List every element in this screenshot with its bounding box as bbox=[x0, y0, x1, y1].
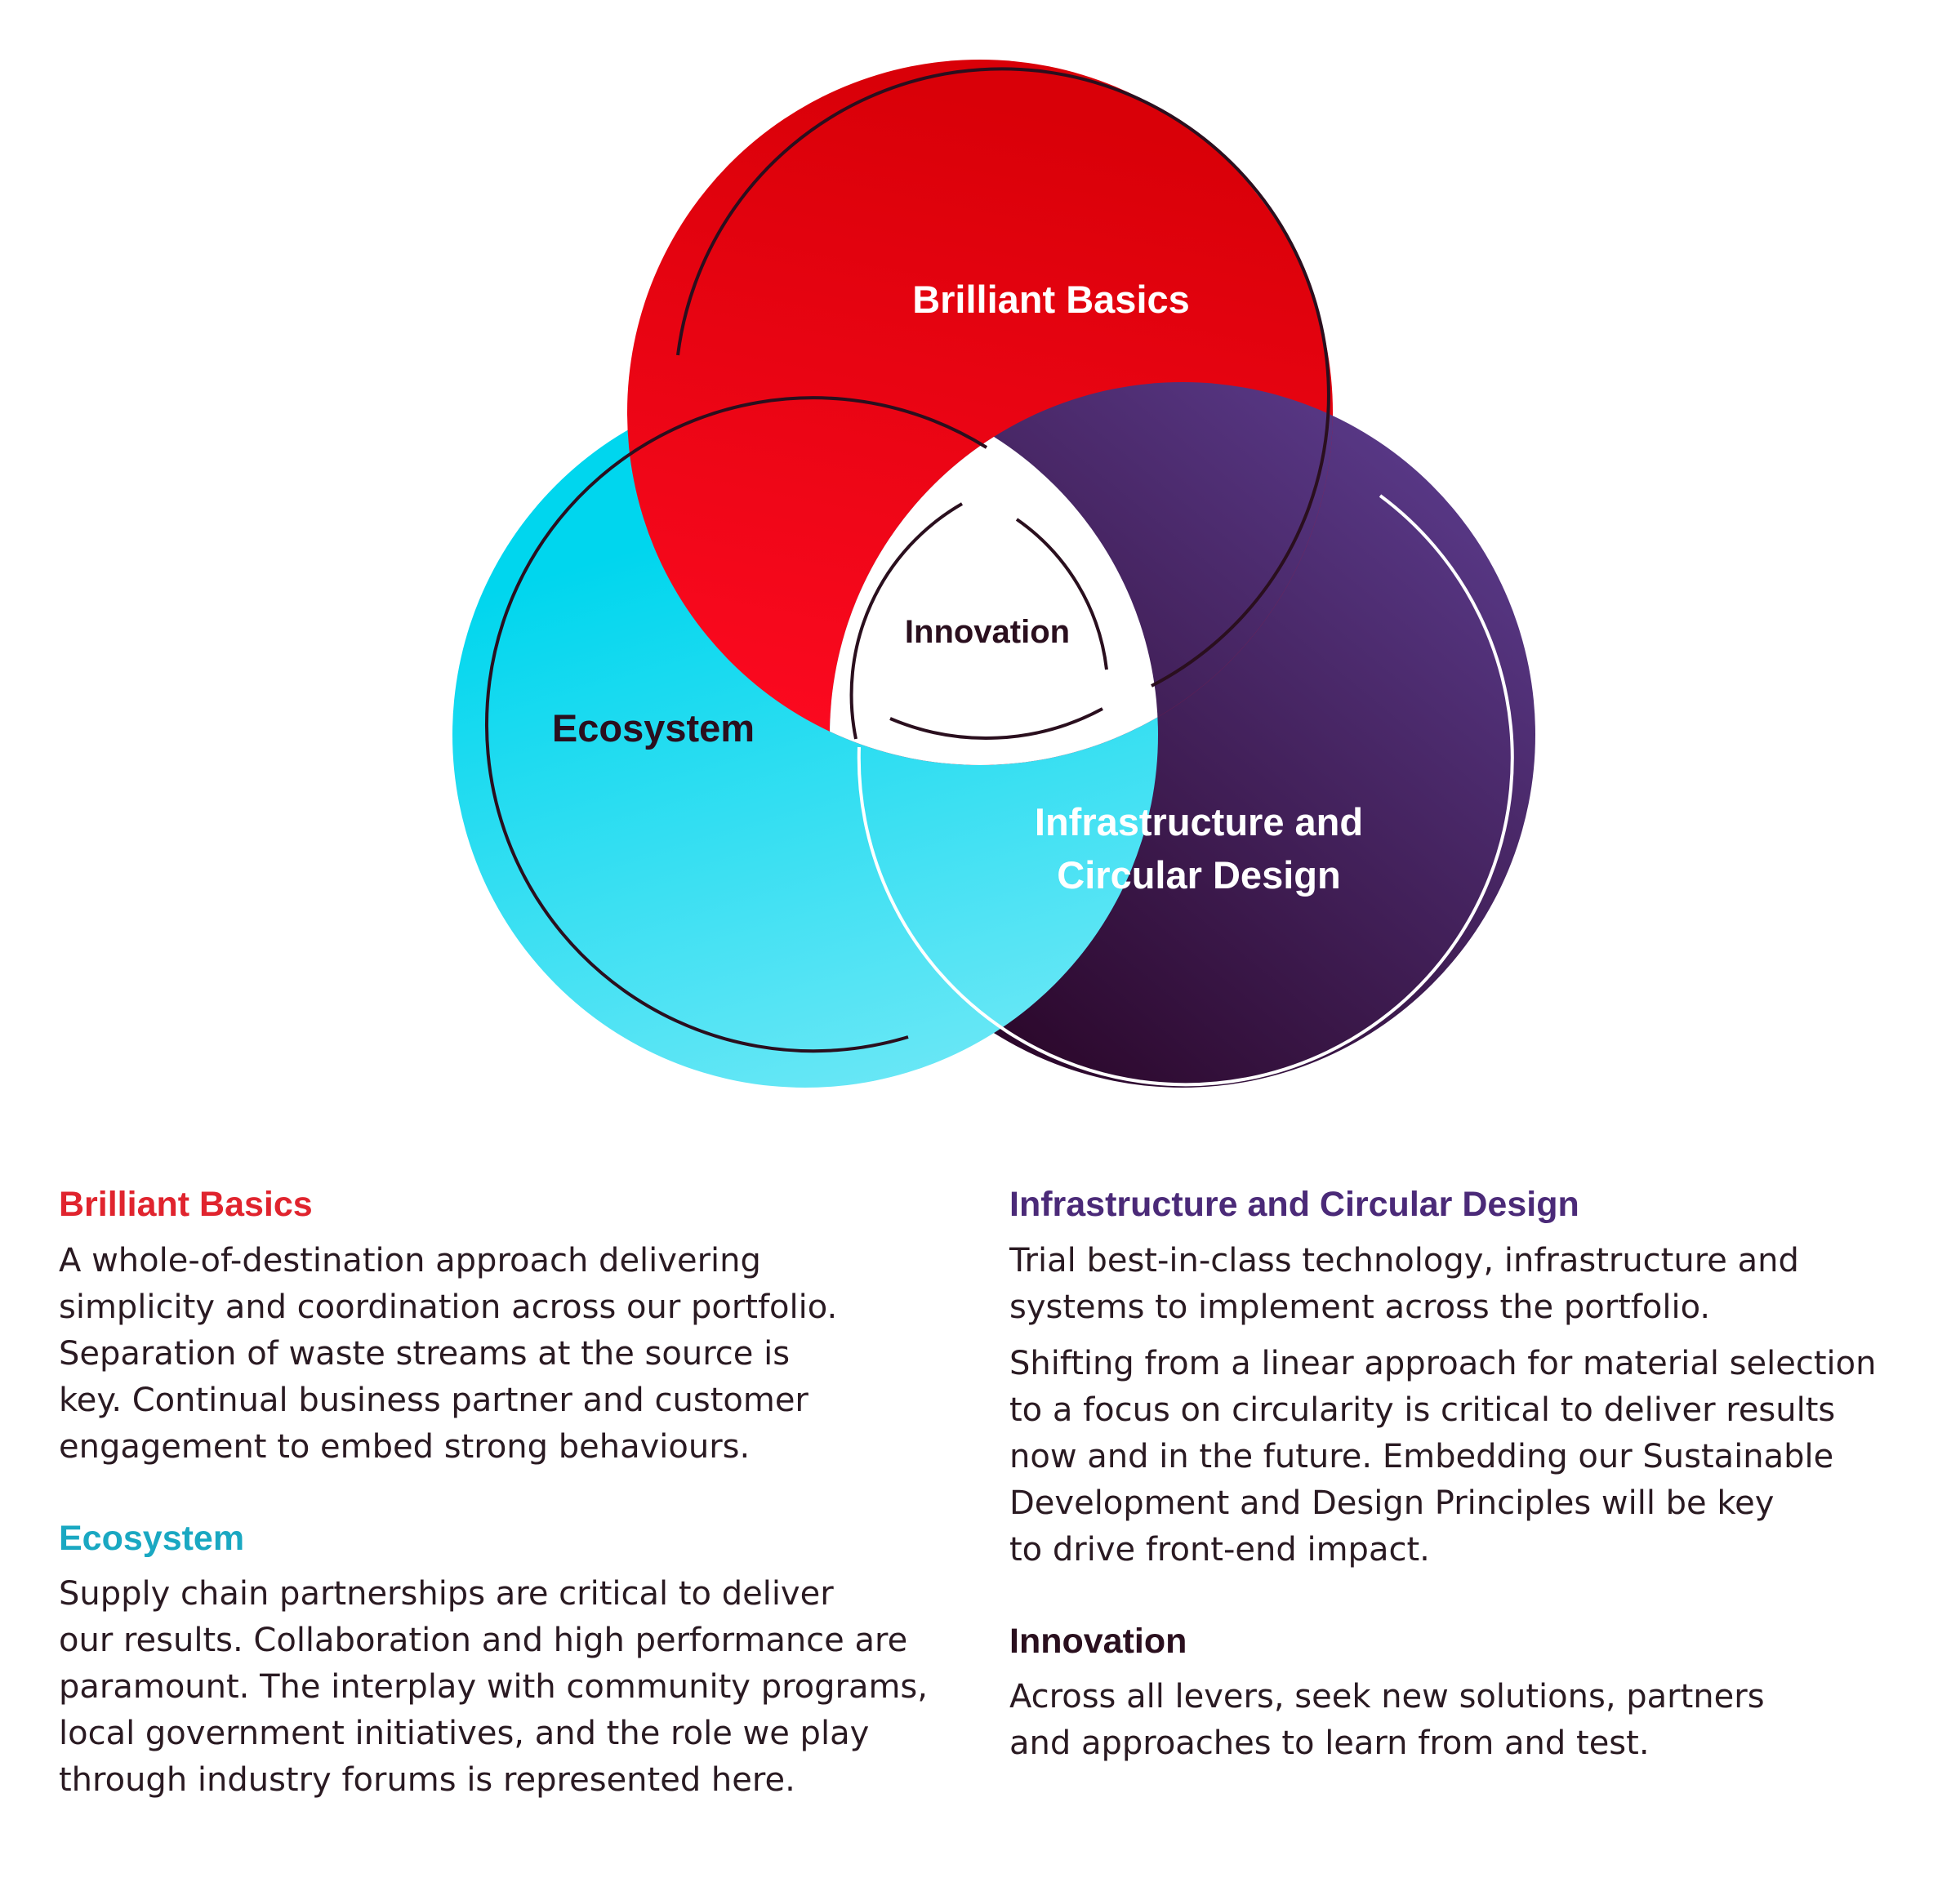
brilliant-basics-text: A whole-of-destination approach deliveri… bbox=[59, 1241, 838, 1466]
brilliant-basics-label: Brilliant Basics bbox=[912, 278, 1190, 321]
infrastructure-label-line1: Infrastructure and bbox=[1035, 800, 1363, 843]
left-column: Brilliant Basics A whole-of-destination … bbox=[59, 1184, 982, 1851]
innovation-arc-left bbox=[849, 502, 963, 740]
ecosystem-text: Supply chain partnerships are critical t… bbox=[59, 1575, 928, 1800]
innovation-arc-right bbox=[1015, 518, 1108, 670]
ecosystem-title: Ecosystem bbox=[59, 1518, 245, 1558]
innovation-label: Innovation bbox=[905, 614, 1070, 650]
infrastructure-label-line2: Circular Design bbox=[1057, 853, 1340, 897]
innovation-section: Innovation Across all levers, seek new s… bbox=[1009, 1621, 1932, 1768]
right-column: Infrastructure and Circular Design Trial… bbox=[1009, 1184, 1932, 1814]
ecosystem-label: Ecosystem bbox=[552, 706, 755, 750]
venn-diagram: Brilliant Basics Ecosystem Infrastructur… bbox=[452, 60, 1535, 1088]
infrastructure-inner-ring bbox=[857, 494, 1514, 1087]
ecosystem-inner-ring bbox=[485, 396, 988, 1053]
ecosystem-section: Ecosystem Supply chain partnerships are … bbox=[59, 1518, 982, 1805]
innovation-title: Innovation bbox=[1009, 1621, 1187, 1661]
innovation-arc-bottom bbox=[889, 707, 1103, 740]
brilliant-inner-ring bbox=[676, 67, 1330, 688]
innovation-text: Across all levers, seek new solutions, p… bbox=[1009, 1678, 1765, 1763]
brilliant-basics-section: Brilliant Basics A whole-of-destination … bbox=[59, 1184, 982, 1471]
infrastructure-section: Infrastructure and Circular Design Trial… bbox=[1009, 1184, 1932, 1573]
infrastructure-text-1: Trial best-in-class technology, infrastr… bbox=[1009, 1241, 1799, 1326]
brilliant-basics-title: Brilliant Basics bbox=[59, 1185, 313, 1224]
infrastructure-title: Infrastructure and Circular Design bbox=[1009, 1185, 1579, 1224]
infrastructure-text-2: Shifting from a linear approach for mate… bbox=[1009, 1344, 1877, 1569]
innovation-region bbox=[830, 382, 1158, 765]
